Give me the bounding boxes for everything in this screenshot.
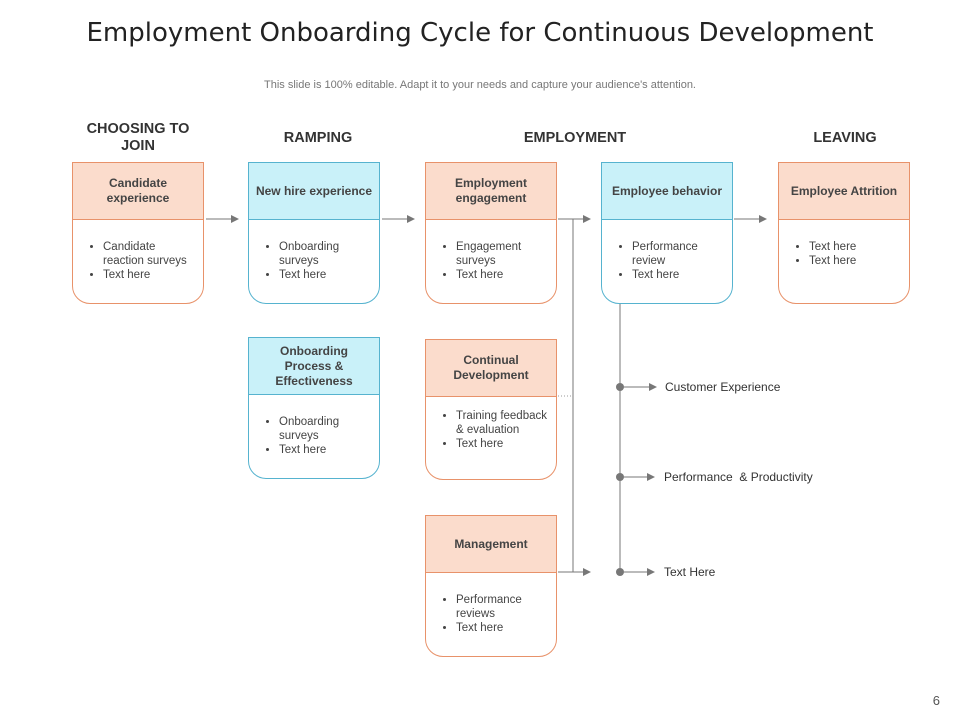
card-continual-development: Continual Development Training feedback … [425,339,557,480]
list-item: Text here [456,437,548,451]
card-title: Employment engagement [426,163,556,220]
list-item: Text here [456,621,548,635]
card-list: Performance review Text here [602,220,732,282]
card-list: Training feedback & evaluation Text here [426,397,556,451]
list-item: Candidate reaction surveys [103,240,195,268]
stage-leaving: LEAVING [813,130,877,146]
card-title: Management [426,516,556,573]
stage-ramping: RAMPING [283,130,353,146]
outcome-text-here: Text Here [664,565,716,579]
outcome-performance-productivity: Performance & Productivity [664,470,813,484]
slide-subtitle: This slide is 100% editable. Adapt it to… [264,79,696,91]
list-item: Onboarding surveys [279,415,371,443]
card-new-hire-experience: New hire experience Onboarding surveys T… [248,162,380,304]
outcome-dot-texthere [616,568,624,576]
card-employment-engagement: Employment engagement Engagement surveys… [425,162,557,304]
list-item: Text here [103,268,195,282]
list-item: Training feedback & evaluation [456,409,548,437]
card-list: Text here Text here [779,220,909,268]
stage-employment: EMPLOYMENT [523,130,627,146]
card-list: Engagement surveys Text here [426,220,556,282]
card-title: New hire experience [249,163,379,220]
card-list: Onboarding surveys Text here [249,220,379,282]
card-list: Performance reviews Text here [426,573,556,635]
card-title: Onboarding Process & Effectiveness [249,338,379,395]
list-item: Text here [279,443,371,457]
card-onboarding-process: Onboarding Process & Effectiveness Onboa… [248,337,380,479]
slide-title: Employment Onboarding Cycle for Continuo… [86,18,874,48]
card-title: Employee behavior [602,163,732,220]
card-title: Employee Attrition [779,163,909,220]
card-list: Candidate reaction surveys Text here [73,220,203,282]
list-item: Text here [809,240,901,254]
page-number: 6 [932,693,940,708]
list-item: Performance review [632,240,724,268]
outcome-customer-experience: Customer Experience [665,380,781,394]
stage-choosing-to-join: CHOOSING TO JOIN [86,121,190,154]
list-item: Text here [809,254,901,268]
list-item: Engagement surveys [456,240,548,268]
list-item: Text here [632,268,724,282]
outcome-dot-performance [616,473,624,481]
card-management: Management Performance reviews Text here [425,515,557,657]
list-item: Performance reviews [456,593,548,621]
list-item: Text here [279,268,371,282]
outcome-dot-customer [616,383,624,391]
card-employee-attrition: Employee Attrition Text here Text here [778,162,910,304]
card-list: Onboarding surveys Text here [249,395,379,457]
list-item: Text here [456,268,548,282]
card-candidate-experience: Candidate experience Candidate reaction … [72,162,204,304]
card-employee-behavior: Employee behavior Performance review Tex… [601,162,733,304]
card-title: Continual Development [426,340,556,397]
card-title: Candidate experience [73,163,203,220]
list-item: Onboarding surveys [279,240,371,268]
